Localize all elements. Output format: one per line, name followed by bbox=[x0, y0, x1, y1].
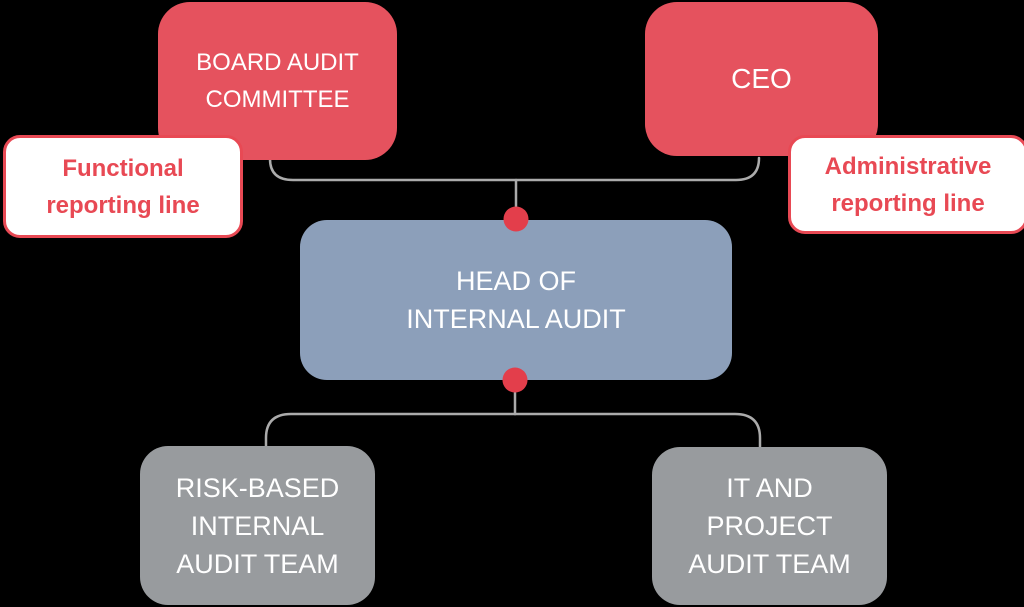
node-board-audit-committee: BOARD AUDIT COMMITTEE bbox=[158, 2, 397, 160]
annotation-functional-line-1: Functional bbox=[62, 154, 184, 182]
node-risk-line-3: AUDIT TEAM bbox=[176, 548, 339, 579]
connector-bottom-left bbox=[264, 412, 517, 451]
node-head-of-internal-audit: HEAD OF INTERNAL AUDIT bbox=[300, 220, 732, 380]
node-risk-line-2: INTERNAL bbox=[190, 510, 325, 541]
annotation-functional-reporting-line: Functional reporting line bbox=[3, 135, 243, 238]
node-risk-line-1: RISK-BASED bbox=[175, 472, 340, 503]
connector-bottom-right bbox=[513, 412, 762, 452]
node-ceo: CEO bbox=[645, 2, 878, 156]
annotation-administrative-line-2: reporting line bbox=[831, 189, 985, 217]
annotation-functional-line-2: reporting line bbox=[46, 191, 200, 219]
connector-dot-top bbox=[503, 206, 529, 232]
node-risk-based-internal-audit-team: RISK-BASED INTERNAL AUDIT TEAM bbox=[140, 446, 375, 605]
node-it-line-1: IT AND bbox=[726, 473, 813, 503]
node-it-line-3: AUDIT TEAM bbox=[688, 549, 851, 579]
connector-dot-bottom bbox=[502, 367, 528, 393]
node-ceo-line-1: CEO bbox=[731, 63, 792, 94]
node-it-and-project-audit-team: IT AND PROJECT AUDIT TEAM bbox=[652, 447, 887, 605]
node-head-line-1: HEAD OF bbox=[455, 266, 576, 296]
node-board-line-1: BOARD AUDIT bbox=[196, 49, 359, 76]
node-it-line-2: PROJECT bbox=[706, 511, 833, 541]
node-head-line-2: INTERNAL AUDIT bbox=[406, 304, 626, 334]
annotation-administrative-line-1: Administrative bbox=[824, 152, 992, 180]
node-board-line-2: COMMITTEE bbox=[205, 86, 350, 113]
connector-top-horizontal bbox=[268, 156, 761, 182]
annotation-administrative-reporting-line: Administrative reporting line bbox=[788, 135, 1024, 234]
